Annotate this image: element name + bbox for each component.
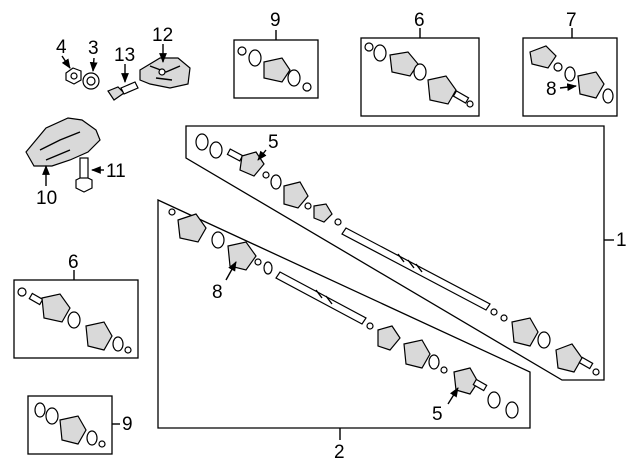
kit-box-9-bottom[interactable] [27, 395, 113, 455]
callout-2: 2 [334, 442, 345, 463]
part-12-bracket[interactable] [139, 57, 191, 89]
part-10-heat-shield[interactable] [25, 117, 101, 167]
callout-3: 3 [88, 38, 99, 59]
callout-13: 13 [114, 45, 135, 66]
callout-6-left: 6 [68, 252, 79, 273]
assembly-1-parts [195, 133, 600, 376]
assembly-2-outline[interactable] [157, 198, 531, 429]
callout-8-mid: 8 [212, 282, 223, 303]
part-3-washer[interactable] [82, 72, 100, 90]
part-4-nut[interactable] [65, 67, 82, 85]
kit-6-top-parts [364, 42, 474, 108]
callout-8-top: 8 [546, 79, 557, 100]
kit-6-left-parts [17, 287, 132, 354]
kit-box-7[interactable] [522, 37, 618, 117]
callout-12: 12 [152, 25, 173, 46]
kit-9-top-parts [237, 46, 312, 92]
callout-4: 4 [56, 37, 67, 58]
callout-5-top: 5 [268, 132, 279, 153]
part-11-bolt[interactable] [75, 157, 93, 193]
kit-box-6-left[interactable] [13, 279, 139, 359]
callout-5-bottom: 5 [432, 404, 443, 425]
callout-9-bottom: 9 [122, 414, 133, 435]
callout-6-top: 6 [414, 10, 425, 31]
kit-9-bottom-parts [34, 402, 106, 448]
callout-1: 1 [616, 230, 627, 251]
callout-10: 10 [36, 188, 57, 209]
assembly-2-parts [168, 208, 519, 419]
callout-9-top: 9 [270, 10, 281, 31]
part-13-bolt[interactable] [107, 81, 139, 101]
callout-7: 7 [566, 10, 577, 31]
kit-7-parts [529, 45, 614, 104]
callout-11: 11 [106, 161, 126, 182]
assembly-1-outline[interactable] [185, 125, 605, 381]
